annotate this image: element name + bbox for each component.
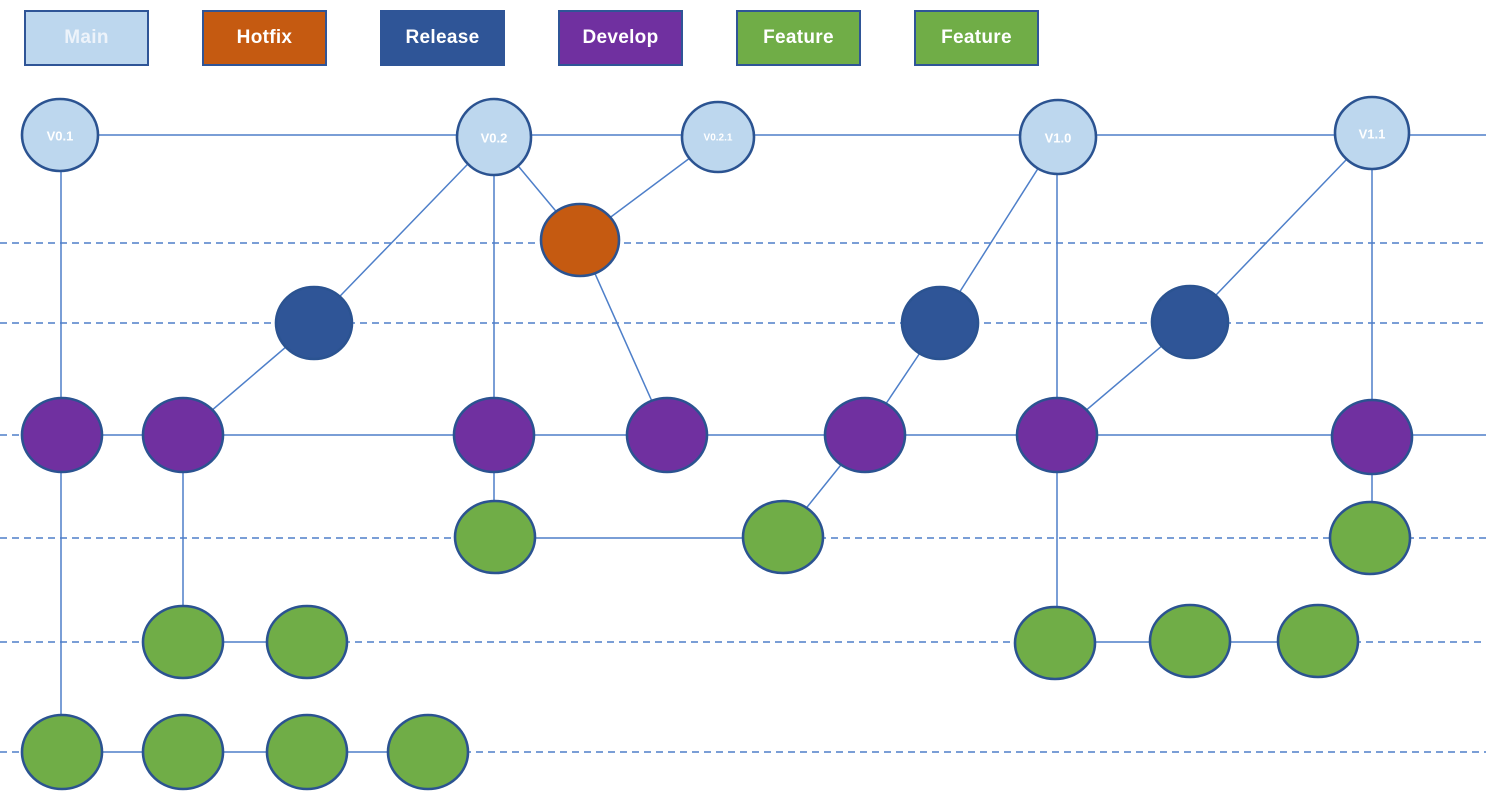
version-tag-label: V0.2 bbox=[481, 131, 508, 146]
legend-item-main: Main bbox=[24, 10, 149, 66]
commit-circle bbox=[20, 396, 104, 474]
commit-main-v0.2: V0.2 bbox=[455, 97, 533, 177]
commit-release bbox=[1150, 284, 1230, 360]
legend-item-feature-2: Feature bbox=[914, 10, 1039, 66]
version-tag-label: V1.0 bbox=[1045, 131, 1072, 146]
commit-release bbox=[274, 285, 354, 361]
commit-develop bbox=[823, 396, 907, 474]
legend-item-develop: Develop bbox=[558, 10, 683, 66]
commit-hotfix bbox=[539, 202, 621, 278]
commit-develop bbox=[452, 396, 536, 474]
commit-circle bbox=[539, 202, 621, 278]
commit-circle bbox=[680, 100, 756, 174]
version-tag-label: V1.1 bbox=[1359, 127, 1386, 142]
commit-circle bbox=[1148, 603, 1232, 679]
commit-nodes: V0.1 V0.2 V0.2.1 V1.0 V1.1 bbox=[20, 95, 1414, 791]
commit-feature bbox=[141, 713, 225, 791]
commit-develop bbox=[20, 396, 104, 474]
commit-develop bbox=[141, 396, 225, 474]
commit-feature bbox=[265, 604, 349, 680]
legend-item-label: Feature bbox=[763, 27, 834, 48]
commit-feature bbox=[1013, 605, 1097, 681]
commit-circle bbox=[1328, 500, 1412, 576]
legend-item-label: Release bbox=[405, 27, 480, 48]
commit-circle bbox=[741, 499, 825, 575]
commit-circle bbox=[625, 396, 709, 474]
commit-circle bbox=[386, 713, 470, 791]
commit-circle bbox=[1276, 603, 1360, 679]
commit-circle bbox=[1330, 398, 1414, 476]
commit-circle bbox=[1013, 605, 1097, 681]
commit-circle bbox=[1018, 98, 1098, 176]
commit-circle bbox=[20, 713, 104, 791]
legend-item-label: Hotfix bbox=[236, 27, 293, 48]
commit-develop bbox=[1330, 398, 1414, 476]
commit-circle bbox=[823, 396, 907, 474]
commit-feature bbox=[741, 499, 825, 575]
release-1-to-main-v0.2 bbox=[313, 136, 495, 324]
commit-circle bbox=[265, 713, 349, 791]
commit-main-v1.1: V1.1 bbox=[1333, 95, 1411, 171]
commit-circle bbox=[274, 285, 354, 361]
commit-feature bbox=[265, 713, 349, 791]
commit-circle bbox=[141, 396, 225, 474]
legend-item-release: Release bbox=[380, 10, 505, 66]
commit-circle bbox=[1333, 95, 1411, 171]
commit-main-v0.1: V0.1 bbox=[20, 97, 100, 173]
commit-feature bbox=[141, 604, 225, 680]
commit-feature bbox=[386, 713, 470, 791]
commit-circle bbox=[141, 713, 225, 791]
commit-feature bbox=[1328, 500, 1412, 576]
legend-item-hotfix: Hotfix bbox=[202, 10, 327, 66]
release-3-to-main-v1.1 bbox=[1189, 132, 1373, 323]
commit-circle bbox=[1015, 396, 1099, 474]
commit-develop bbox=[625, 396, 709, 474]
version-tag-label: V0.1 bbox=[47, 129, 74, 144]
legend-item-label: Develop bbox=[582, 27, 659, 48]
commit-release bbox=[900, 285, 980, 361]
commit-circle bbox=[20, 97, 100, 173]
commit-circle bbox=[141, 604, 225, 680]
commit-main-v0.2.1: V0.2.1 bbox=[680, 100, 756, 174]
legend-item-label: Feature bbox=[941, 27, 1012, 48]
commit-feature bbox=[20, 713, 104, 791]
commit-main-v1.0: V1.0 bbox=[1018, 98, 1098, 176]
commit-circle bbox=[453, 499, 537, 575]
commit-circle bbox=[1150, 284, 1230, 360]
commit-feature bbox=[453, 499, 537, 575]
commit-circle bbox=[900, 285, 980, 361]
legend-item-feature: Feature bbox=[736, 10, 861, 66]
legend-item-label: Main bbox=[64, 27, 109, 48]
commit-feature bbox=[1148, 603, 1232, 679]
branch-lanes bbox=[0, 134, 1486, 753]
commit-feature bbox=[1276, 603, 1360, 679]
commit-circle bbox=[265, 604, 349, 680]
commit-circle bbox=[455, 97, 533, 177]
version-tag-label: V0.2.1 bbox=[704, 133, 733, 144]
legend: Main Hotfix Release Develop Feature Feature bbox=[24, 10, 1039, 66]
commit-develop bbox=[1015, 396, 1099, 474]
commit-circle bbox=[452, 396, 536, 474]
